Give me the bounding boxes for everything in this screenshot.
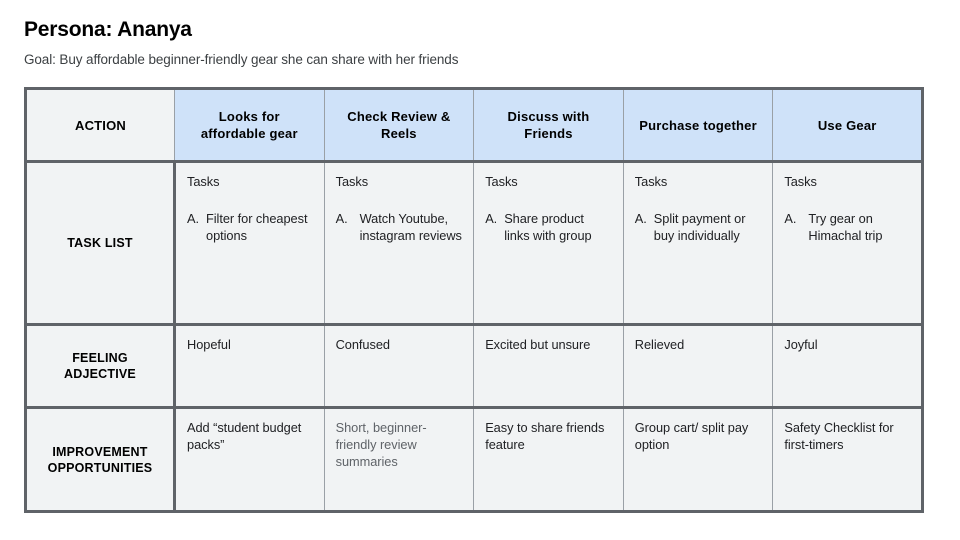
improvement-text: Easy to share friends feature <box>485 420 605 452</box>
cell-improvement-stage-3: Easy to share friends feature <box>473 407 624 512</box>
cell-improvement-stage-1: Add “student budget packs” <box>174 407 325 512</box>
task-item: A. Try gear on Himachal trip <box>784 210 910 244</box>
page-title: Persona: Ananya <box>24 18 192 41</box>
task-text: Watch Youtube, instagram reviews <box>359 211 462 243</box>
stage-3-label-line-1: Discuss with <box>507 109 590 124</box>
stage-4-label-line-1: Purchase together <box>639 117 757 133</box>
row-label-improvement-opportunities: IMPROVEMENT OPPORTUNITIES <box>25 407 176 512</box>
header-cell-action: ACTION <box>25 88 175 163</box>
row-label-feeling-line-1: FEELING <box>72 351 128 365</box>
task-item: A. Share product links with group <box>485 210 612 244</box>
improvement-text: Safety Checklist for first-timers <box>784 420 894 452</box>
cell-improvement-stage-5: Safety Checklist for first-timers <box>772 407 923 512</box>
row-label-task-list-text: TASK LIST <box>67 236 133 250</box>
task-text: Split payment or buy individually <box>653 211 746 243</box>
cell-task-list-stage-1: Tasks A. Filter for cheapest options <box>174 161 325 326</box>
cell-improvement-stage-2: Short, beginner-friendly review summarie… <box>323 407 475 512</box>
table-row-task-list: TASK LIST Tasks A. Filter for cheapest o… <box>25 161 923 326</box>
feeling-text: Excited but unsure <box>485 337 591 352</box>
cell-improvement-stage-4: Group cart/ split pay option <box>622 407 774 512</box>
row-label-action: ACTION <box>74 117 127 133</box>
cell-feeling-stage-3: Excited but unsure <box>473 324 624 409</box>
stage-1-label-line-2: affordable gear <box>200 126 298 141</box>
cell-feeling-stage-5: Joyful <box>772 324 923 409</box>
header-cell-stage-5: Use Gear <box>772 88 923 163</box>
cell-feeling-stage-1: Hopeful <box>174 324 325 409</box>
task-marker: A. <box>634 211 647 226</box>
journey-map-table: ACTION Looks for affordable gear Check R… <box>24 87 924 513</box>
feeling-text: Hopeful <box>187 337 231 352</box>
tasks-heading: Tasks <box>335 174 369 189</box>
header-cell-stage-1: Looks for affordable gear <box>174 88 325 163</box>
task-marker: A. <box>335 211 348 226</box>
stage-2-label-line-1: Check Review & <box>347 109 451 124</box>
task-marker: A. <box>485 211 498 226</box>
feeling-text: Joyful <box>784 337 818 352</box>
task-item: A. Split payment or buy individually <box>635 210 762 244</box>
task-text: Share product links with group <box>504 211 592 243</box>
header-cell-stage-4: Purchase together <box>622 88 774 163</box>
cell-task-list-stage-5: Tasks A. Try gear on Himachal trip <box>772 161 923 326</box>
feeling-text: Relieved <box>634 337 685 352</box>
tasks-heading: Tasks <box>634 174 668 189</box>
task-item: A. Filter for cheapest options <box>187 210 313 244</box>
table-header-row: ACTION Looks for affordable gear Check R… <box>25 88 923 163</box>
row-label-feeling-line-2: ADJECTIVE <box>64 367 136 381</box>
table-row-feeling-adjective: FEELING ADJECTIVE Hopeful Confused Excit… <box>25 324 923 409</box>
row-label-feeling-adjective: FEELING ADJECTIVE <box>25 324 176 409</box>
feeling-text: Confused <box>335 337 390 352</box>
cell-task-list-stage-3: Tasks A. Share product links with group <box>473 161 624 326</box>
improvement-text: Short, beginner-friendly review summarie… <box>335 420 427 469</box>
header-cell-stage-3: Discuss with Friends <box>473 88 624 163</box>
stage-2-label-line-2: Reels <box>381 126 417 141</box>
improvement-text: Group cart/ split pay option <box>634 420 749 452</box>
task-marker: A. <box>784 211 797 226</box>
table-row-improvement-opportunities: IMPROVEMENT OPPORTUNITIES Add “student b… <box>25 407 923 512</box>
stage-5-label-line-1: Use Gear <box>817 117 877 133</box>
row-label-improvement-line-1: IMPROVEMENT <box>52 444 148 459</box>
task-marker: A. <box>187 211 199 226</box>
persona-goal-text: Goal: Buy affordable beginner-friendly g… <box>24 52 459 67</box>
tasks-heading: Tasks <box>784 174 817 189</box>
task-text: Filter for cheapest options <box>206 211 308 243</box>
cell-task-list-stage-2: Tasks A. Watch Youtube, instagram review… <box>323 161 475 326</box>
task-text: Try gear on Himachal trip <box>808 211 883 243</box>
row-label-task-list: TASK LIST <box>25 161 176 326</box>
header-cell-stage-2: Check Review & Reels <box>323 88 475 163</box>
tasks-heading: Tasks <box>485 174 518 189</box>
cell-feeling-stage-4: Relieved <box>622 324 774 409</box>
row-label-improvement-line-2: OPPORTUNITIES <box>47 460 153 475</box>
task-item: A. Watch Youtube, instagram reviews <box>336 210 463 244</box>
stage-3-label-line-2: Friends <box>524 126 573 141</box>
improvement-text: Add “student budget packs” <box>187 420 302 452</box>
stage-1-label-line-1: Looks for <box>218 109 280 124</box>
tasks-heading: Tasks <box>187 174 220 189</box>
cell-feeling-stage-2: Confused <box>323 324 475 409</box>
cell-task-list-stage-4: Tasks A. Split payment or buy individual… <box>622 161 774 326</box>
